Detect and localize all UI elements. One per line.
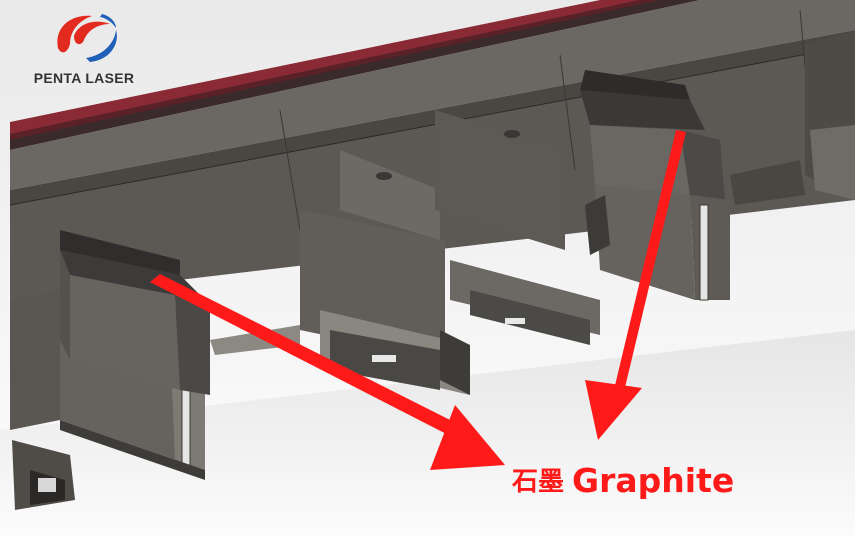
- right-housing: [805, 30, 855, 200]
- graphite-block-right: [580, 70, 805, 301]
- deflector-plates-middle: [210, 110, 600, 395]
- brand-logo: PENTA LASER: [14, 6, 154, 86]
- arrow-left-to-label: [150, 274, 505, 470]
- penta-laser-swirl-logo-icon: [57, 14, 117, 62]
- arrow-right-to-label: [585, 130, 686, 440]
- graphite-label-en: Graphite: [572, 461, 735, 500]
- brand-name: PENTA LASER: [33, 70, 135, 86]
- graphite-label-cn: 石墨: [512, 467, 565, 497]
